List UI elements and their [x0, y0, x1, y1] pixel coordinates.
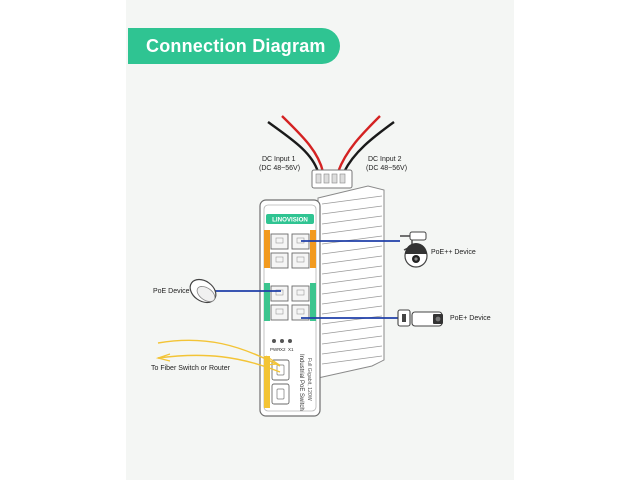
led-label-pwr: PWR	[270, 347, 281, 352]
port-1	[270, 233, 289, 250]
poe-device-label: PoE Device	[153, 288, 190, 295]
orange-strip-right	[310, 230, 316, 268]
dc-input-2-voltage: (DC 48~56V)	[366, 165, 407, 172]
poe-plus-label: PoE+ Device	[450, 315, 491, 322]
link-lines	[212, 240, 404, 319]
port-6	[291, 285, 310, 302]
dc-input-2-label: DC Input 2	[368, 156, 402, 163]
port-8	[291, 304, 310, 321]
dc-input-1-voltage: (DC 48~56V)	[259, 165, 300, 172]
sfp-ports	[271, 359, 290, 405]
brand-badge: LINOVISION	[266, 214, 314, 224]
power-wires	[267, 115, 395, 173]
fiber-label: To Fiber Switch or Router	[151, 365, 231, 372]
device-name-group: Industrial PoE Switch Full Gigabit, 120W	[298, 354, 312, 411]
poe-plus-plus-label: PoE++ Device	[431, 249, 476, 256]
status-leds: PWR X2 X1	[270, 339, 294, 352]
access-point-icon	[189, 278, 217, 304]
page-title: Connection Diagram	[146, 35, 326, 56]
sfp-port-2	[271, 383, 290, 405]
sfp-port-1	[271, 359, 290, 381]
sfp-strip	[264, 356, 270, 408]
dc-terminal-block	[311, 169, 353, 189]
device-name: Industrial PoE Switch	[298, 354, 304, 411]
brand-name: LINOVISION	[272, 217, 308, 224]
bullet-camera-icon	[397, 309, 443, 327]
ptz-camera-icon	[400, 231, 428, 268]
port-5	[270, 285, 289, 302]
port-7	[270, 304, 289, 321]
switch-heatsink	[317, 185, 385, 379]
led-label-x2: X2	[280, 347, 286, 352]
orange-strip-left	[264, 230, 270, 268]
device-spec: Full Gigabit, 120W	[306, 358, 312, 401]
dc-input-1-label: DC Input 1	[262, 156, 296, 163]
green-strip-left	[264, 283, 270, 321]
title-banner: Connection Diagram	[128, 28, 340, 64]
led-label-x1: X1	[288, 347, 294, 352]
green-strip-right	[310, 283, 316, 321]
port-3	[270, 252, 289, 269]
port-4	[291, 252, 310, 269]
fiber-lines	[155, 339, 281, 373]
